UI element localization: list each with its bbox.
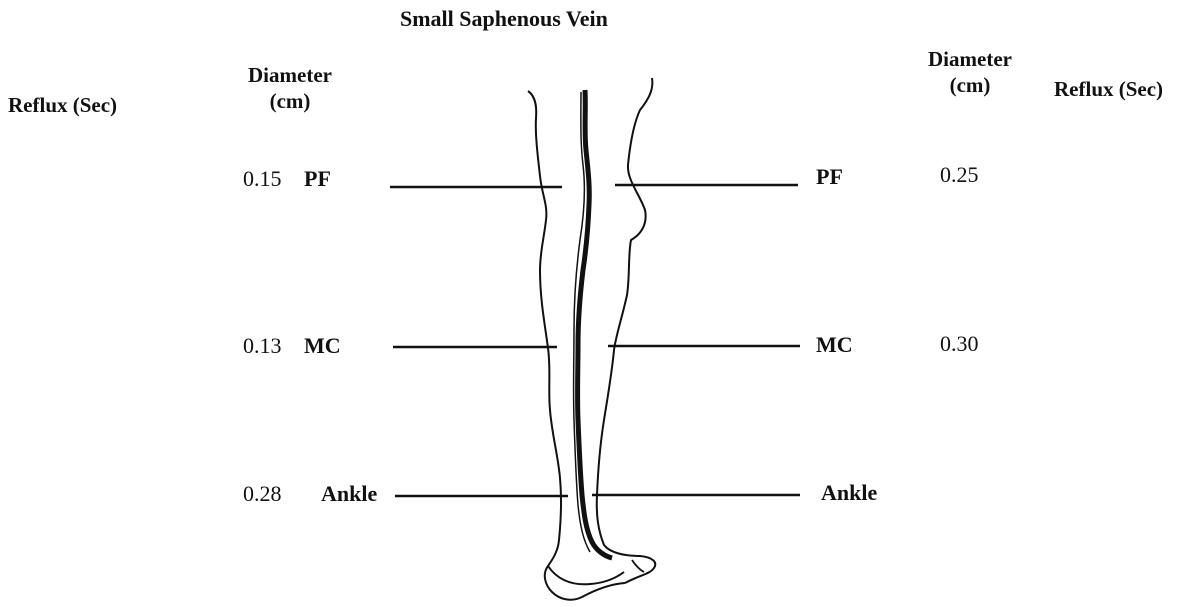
toe-mark [632,560,644,572]
foot-outline [548,566,624,584]
leg-outline-right [597,78,655,583]
